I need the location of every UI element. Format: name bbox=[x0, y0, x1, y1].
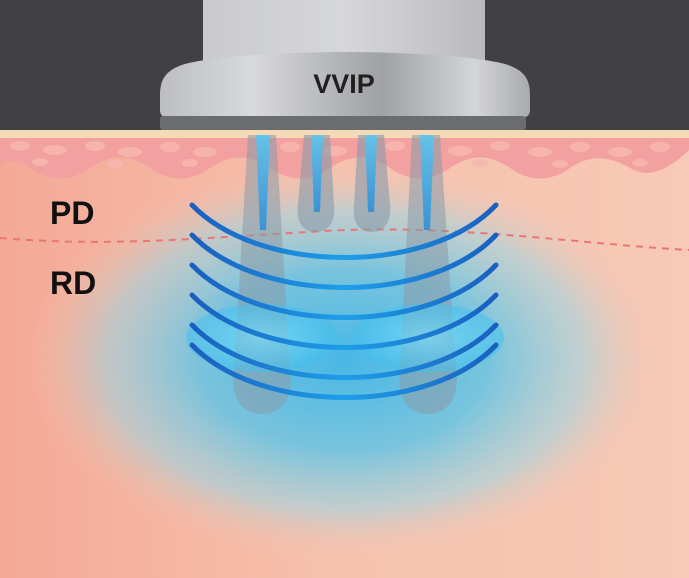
energy-arc-6 bbox=[189, 342, 499, 400]
layer-label-rd: RD bbox=[50, 265, 96, 301]
heat-zone bbox=[25, 160, 665, 560]
energy-arc-5 bbox=[189, 322, 499, 380]
energy-arc-2 bbox=[189, 232, 499, 290]
pd-rd-boundary-line bbox=[0, 228, 689, 251]
vvip-device: VVIP bbox=[0, 0, 689, 130]
device-head bbox=[160, 52, 530, 118]
energy-arc-1 bbox=[189, 202, 499, 260]
device-neck bbox=[203, 0, 485, 62]
skin-surface bbox=[0, 128, 689, 140]
epidermis-cells bbox=[10, 141, 670, 168]
energy-arc-3 bbox=[189, 262, 499, 320]
energy-arc-4 bbox=[189, 292, 499, 350]
layer-label-pd: PD bbox=[50, 195, 94, 231]
energy-arcs bbox=[189, 202, 499, 400]
device-label: VVIP bbox=[313, 69, 375, 99]
device-base-plate bbox=[160, 116, 526, 130]
